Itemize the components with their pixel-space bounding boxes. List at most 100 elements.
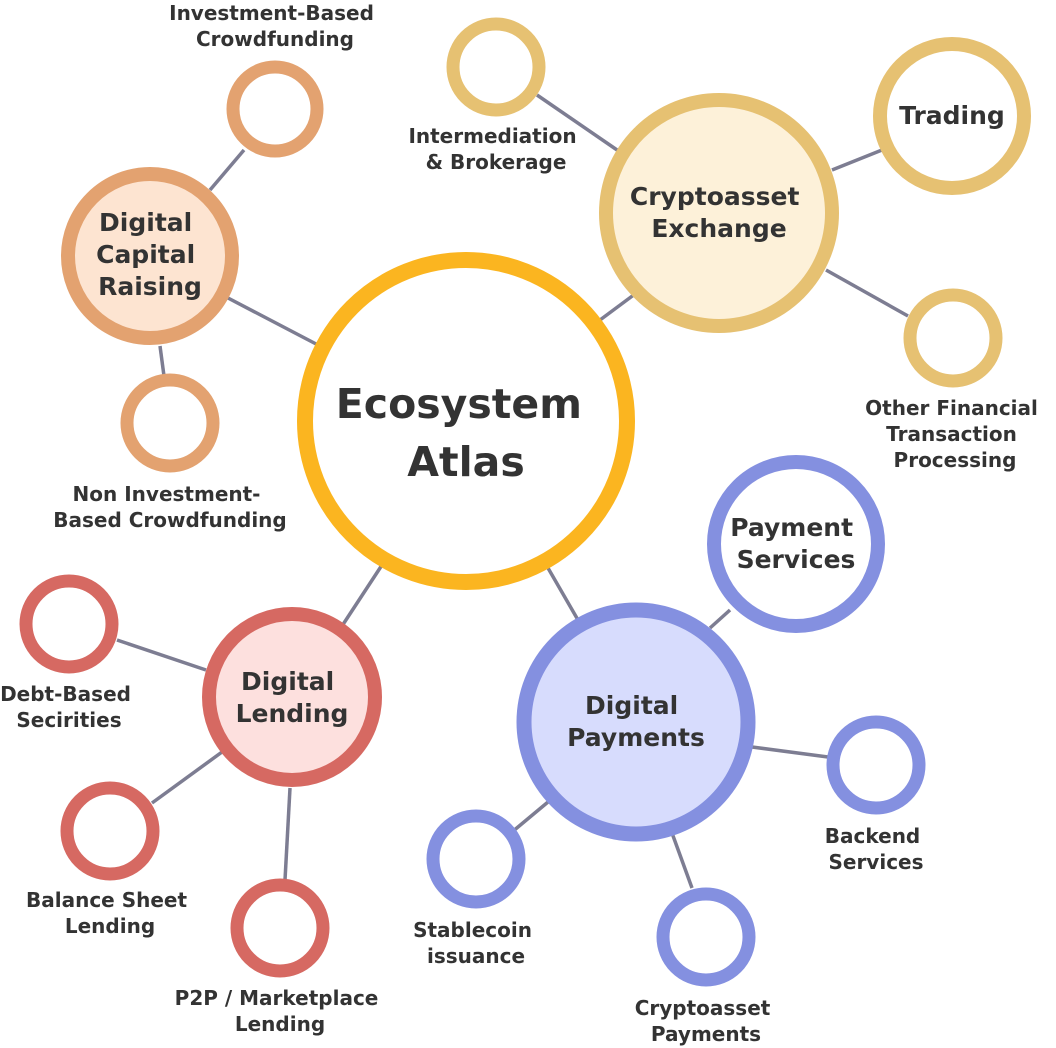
hub-label-line: Digital	[585, 691, 678, 720]
edge-payments-crypto	[670, 832, 694, 889]
center-node: Ecosystem Atlas	[297, 252, 635, 590]
capital-hub-circle	[68, 174, 232, 338]
edge-center-payments	[546, 567, 580, 621]
leaf-label-line: Payment	[730, 513, 853, 542]
edge-lending-balance	[150, 750, 224, 805]
edge-exchange-other	[825, 268, 909, 318]
leaf-circle	[656, 887, 756, 987]
leaf-circle	[873, 37, 1031, 195]
exchange-hub-label: Cryptoasset Exchange	[630, 182, 808, 243]
edge-lending-debt	[116, 638, 207, 672]
edge-lending-p2p	[283, 787, 292, 881]
leaf-circle	[19, 574, 119, 674]
leaf-label-line: Based Crowdfunding	[53, 508, 286, 532]
leaf-label: Non Investment- Based Crowdfunding	[53, 482, 286, 532]
edges	[116, 93, 909, 889]
lending-hub-label: Digital Lending	[236, 667, 349, 728]
leaf-label-line: Intermediation	[408, 124, 576, 148]
hub-digital-capital-raising: Digital Capital Raising	[61, 167, 239, 345]
edge-center-capital	[227, 296, 319, 347]
edge-capital-noninvestment	[158, 345, 166, 377]
leaf-label-line: Lending	[235, 1012, 325, 1036]
leaf-circle	[903, 288, 1003, 388]
exchange-hub-circle	[606, 100, 832, 326]
leaf-label-line: Transaction	[886, 422, 1017, 446]
leaf-label: Trading	[899, 101, 1005, 130]
leaf-stablecoin-issuance: Stablecoin issuance	[413, 809, 539, 968]
hub-cryptoasset-exchange: Cryptoasset Exchange	[599, 93, 839, 333]
leaf-circle	[426, 809, 526, 909]
leaf-debt-based-securities: Debt-Based Secirities	[0, 574, 138, 732]
leaf-label: Balance Sheet Lending	[26, 888, 194, 938]
edge-center-lending	[340, 564, 384, 627]
payments-hub-ring	[516, 602, 756, 842]
leaf-label: Cryptoasset Payments	[635, 996, 778, 1046]
capital-hub-ring	[61, 167, 239, 345]
lending-hub-ring	[202, 607, 382, 787]
center-label-line: Ecosystem	[336, 380, 582, 428]
leaf-label: Payment Services	[730, 513, 862, 574]
hub-label-line: Lending	[236, 699, 349, 728]
leaf-label-line: Cryptoasset	[635, 996, 771, 1020]
leaf-label: Stablecoin issuance	[413, 918, 539, 968]
leaf-label-line: Trading	[899, 101, 1005, 130]
leaf-label-line: Lending	[65, 914, 155, 938]
center-label-line: Atlas	[407, 438, 524, 486]
leaf-circle	[707, 455, 885, 633]
lending-hub-circle	[209, 614, 375, 780]
payments-hub-circle	[524, 610, 748, 834]
leaf-label-line: Crowdfunding	[196, 27, 354, 51]
edge-exchange-trading	[831, 148, 883, 172]
leaf-circle	[826, 715, 926, 815]
leaf-label: Debt-Based Secirities	[0, 682, 138, 732]
leaf-circle	[446, 17, 546, 117]
leaf-label-line: Payments	[651, 1022, 761, 1046]
center-label: Ecosystem Atlas	[336, 380, 596, 486]
leaf-label-line: Debt-Based	[0, 682, 131, 706]
edge-payments-backend	[751, 745, 829, 759]
leaf-label-line: & Brokerage	[426, 150, 567, 174]
leaf-other-financial-transaction-processing: Other Financial Transaction Processing	[865, 288, 1045, 472]
edge-exchange-intermediation	[536, 93, 621, 154]
leaf-label-line: Investment-Based	[169, 1, 374, 25]
leaf-label: Investment-Based Crowdfunding	[169, 1, 381, 51]
edge-payments-stablecoin	[510, 800, 550, 834]
leaf-circle	[60, 781, 160, 881]
edge-center-exchange	[598, 292, 637, 322]
hub-label-line: Exchange	[651, 214, 786, 243]
hub-label-line: Raising	[98, 272, 202, 301]
leaf-label-line: Services	[737, 545, 856, 574]
leaf-label: Other Financial Transaction Processing	[865, 396, 1045, 472]
hub-label-line: Cryptoasset	[630, 182, 800, 211]
leaf-label-line: Other Financial	[865, 396, 1038, 420]
leaf-circle	[226, 60, 324, 158]
leaf-label-line: issuance	[427, 944, 525, 968]
payments-hub-label: Digital Payments	[567, 691, 705, 752]
leaf-label: Intermediation & Brokerage	[408, 124, 583, 174]
hub-label-line: Digital	[99, 208, 192, 237]
leaf-label-line: Services	[828, 850, 923, 874]
hub-digital-lending: Digital Lending	[202, 607, 382, 787]
leaf-label-line: Secirities	[16, 708, 121, 732]
hub-digital-payments: Digital Payments	[516, 602, 756, 842]
leaf-cryptoasset-payments: Cryptoasset Payments	[635, 887, 778, 1046]
leaf-p2p-marketplace-lending: P2P / Marketplace Lending	[175, 878, 386, 1036]
edge-payments-services	[708, 608, 732, 630]
leaf-backend-services: Backend Services	[825, 715, 927, 874]
leaf-label: Backend Services	[825, 824, 927, 874]
leaf-intermediation-brokerage: Intermediation & Brokerage	[408, 17, 583, 174]
leaf-payment-services: Payment Services	[707, 455, 885, 633]
leaf-investment-based-crowdfunding: Investment-Based Crowdfunding	[169, 1, 381, 158]
hub-label-line: Digital	[241, 667, 334, 696]
leaf-balance-sheet-lending: Balance Sheet Lending	[26, 781, 194, 938]
leaf-label-line: Processing	[894, 448, 1017, 472]
leaf-label: P2P / Marketplace Lending	[175, 986, 386, 1036]
exchange-hub-ring	[599, 93, 839, 333]
hub-label-line: Capital	[96, 240, 195, 269]
hub-label-line: Payments	[567, 723, 705, 752]
leaf-label-line: Backend	[825, 824, 920, 848]
capital-hub-label: Digital Capital Raising	[96, 208, 204, 301]
leaf-label-line: Stablecoin	[413, 918, 532, 942]
leaf-trading: Trading	[873, 37, 1031, 195]
